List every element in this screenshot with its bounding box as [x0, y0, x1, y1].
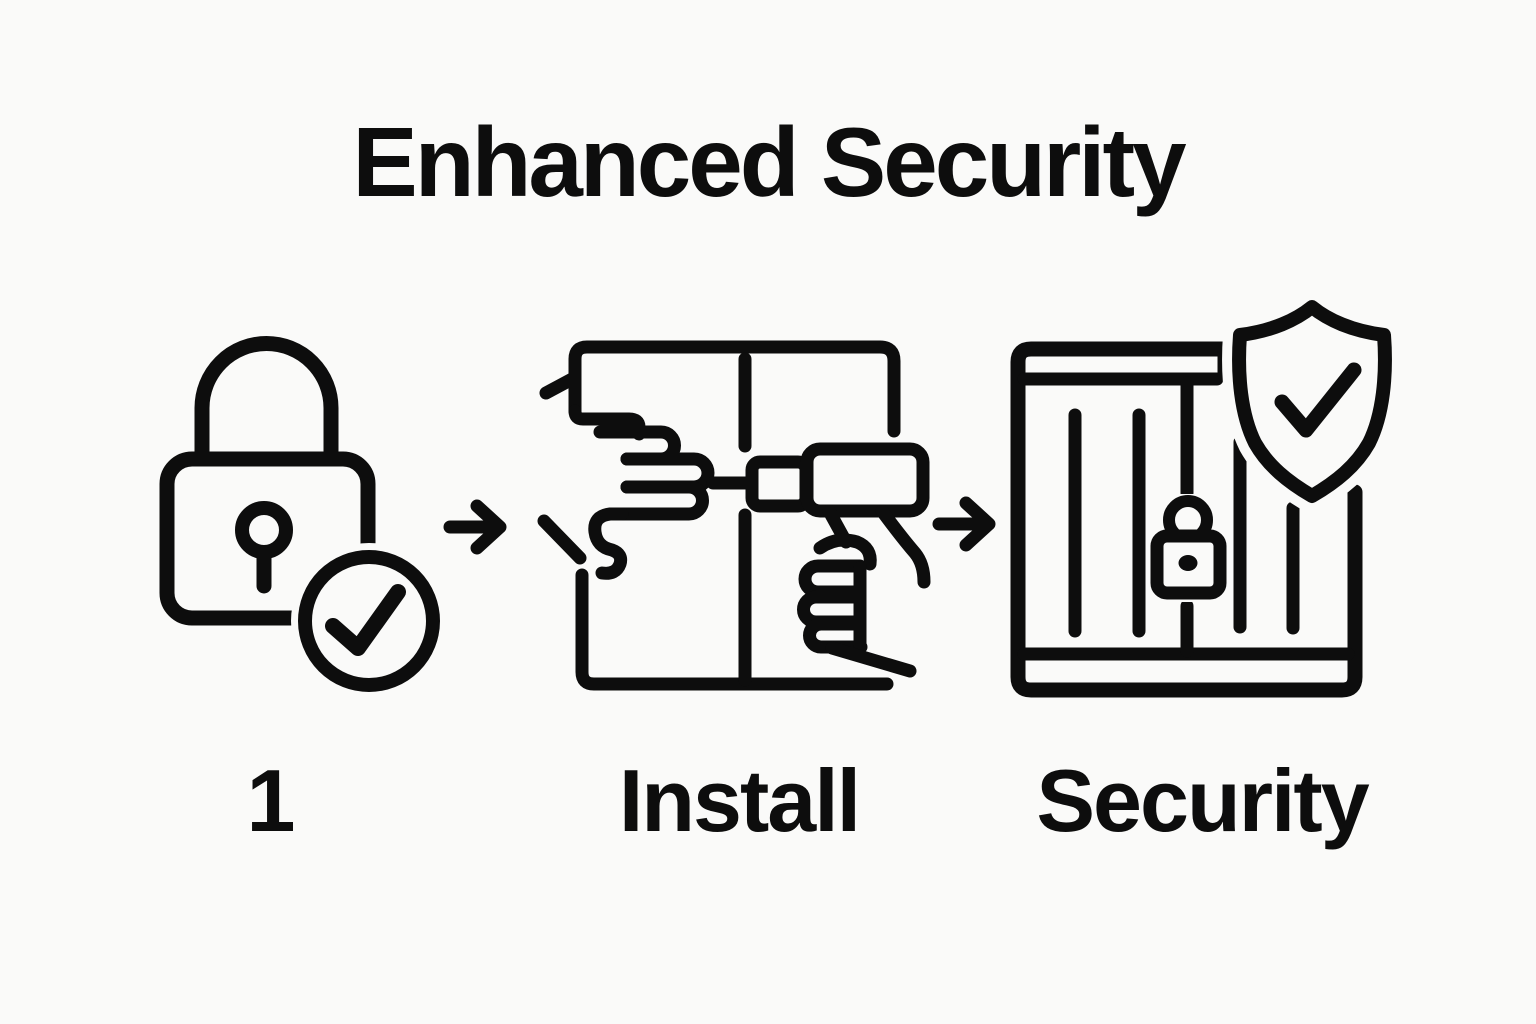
install-drill-icon [537, 340, 931, 691]
hand-palm [588, 507, 629, 580]
check-mark-icon [325, 584, 406, 656]
security-gate-shield-icon [1010, 290, 1402, 698]
padlock-body [159, 451, 376, 626]
keyhole [235, 501, 293, 559]
wrist-line [537, 514, 587, 565]
step-label-security: Security [1036, 751, 1369, 850]
check-circle [298, 550, 440, 692]
hand-finger [615, 480, 709, 521]
gate-frame [1010, 341, 1363, 698]
shield-icon [1232, 300, 1392, 503]
step-label-install: Install [618, 751, 861, 850]
small-keyhole [1178, 555, 1198, 571]
padlock-shackle [194, 336, 339, 466]
panel-outline [568, 340, 901, 438]
check-mark-icon [1274, 362, 1362, 438]
hand-thumb [813, 533, 877, 571]
padlock-check-icon [159, 336, 447, 699]
hand-finger [798, 559, 867, 599]
hand-finger [803, 617, 868, 654]
drill-body [800, 442, 930, 518]
arrow-right-icon [932, 496, 996, 552]
page-title: Enhanced Security [352, 107, 1186, 217]
step-label-1: 1 [246, 751, 296, 850]
arrow-right-icon [443, 499, 507, 555]
wrist-line [825, 641, 917, 678]
drill-chuck [745, 455, 813, 513]
